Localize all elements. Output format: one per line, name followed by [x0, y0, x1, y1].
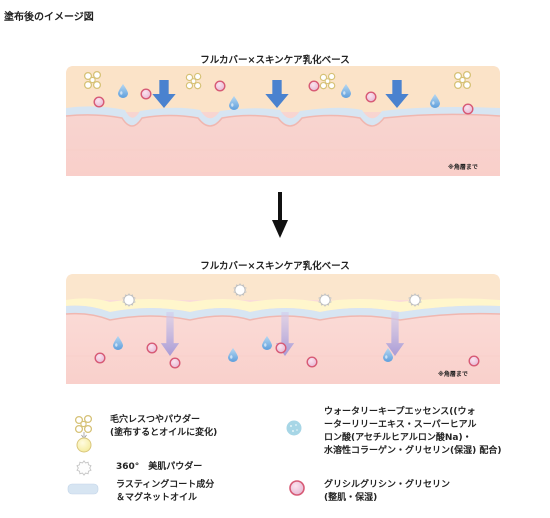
- page-title: 塗布後のイメージ図: [4, 12, 94, 23]
- legend-water-keep-label: ウォータリーキープエッセンス((ウォ ーターリリーエキス・スーパーヒアル ロン酸…: [324, 407, 502, 456]
- panel-note-top: ※角層まで: [448, 164, 478, 171]
- glycine-icon: [308, 80, 320, 92]
- glycine-icon: [468, 355, 480, 367]
- legend-glycine-icon: [289, 480, 305, 496]
- legend-glycine-label: グリシルグリシン・グリセリン (整肌・保湿): [324, 480, 451, 503]
- glycine-icon: [306, 356, 318, 368]
- panel-title-top: フルカバー×スキンケア乳化ベース: [200, 55, 350, 66]
- glycine-icon: [365, 91, 377, 103]
- foundation-layer-bottom: [66, 274, 500, 300]
- legend-lasting-coat-icon: [67, 483, 99, 495]
- glycine-icon: [93, 96, 105, 108]
- transition-arrow-icon: [272, 192, 288, 238]
- glycine-icon: [146, 342, 158, 354]
- glycine-icon: [462, 103, 474, 115]
- oil-film-bottom: [66, 298, 500, 312]
- legend-icons: [67, 414, 305, 496]
- legend-beauty-powder-label: 360° 美肌パウダー: [116, 462, 203, 472]
- glycine-icon: [94, 352, 106, 364]
- glycine-icon: [169, 357, 181, 369]
- legend-oil-icon: [76, 437, 92, 453]
- panel-note-bottom: ※角層まで: [438, 371, 468, 378]
- lasting-coat-top: [66, 106, 500, 126]
- panel-title-bottom: フルカバー×スキンケア乳化ベース: [200, 261, 350, 272]
- panel-top: [65, 66, 501, 176]
- glycine-icon: [140, 88, 152, 100]
- legend-pore-powder-icon: [74, 414, 93, 434]
- legend-pore-powder-label: 毛穴レスつやパウダー (塗布するとオイルに変化): [110, 415, 218, 438]
- legend-lasting-label: ラスティングコート成分 ＆マグネットオイル: [116, 480, 215, 503]
- legend-beauty-powder-icon: [76, 460, 92, 476]
- glycine-icon: [275, 342, 287, 354]
- glycine-icon: [214, 80, 226, 92]
- panel-bottom: [65, 274, 501, 384]
- legend-water-keep-icon: [286, 420, 302, 436]
